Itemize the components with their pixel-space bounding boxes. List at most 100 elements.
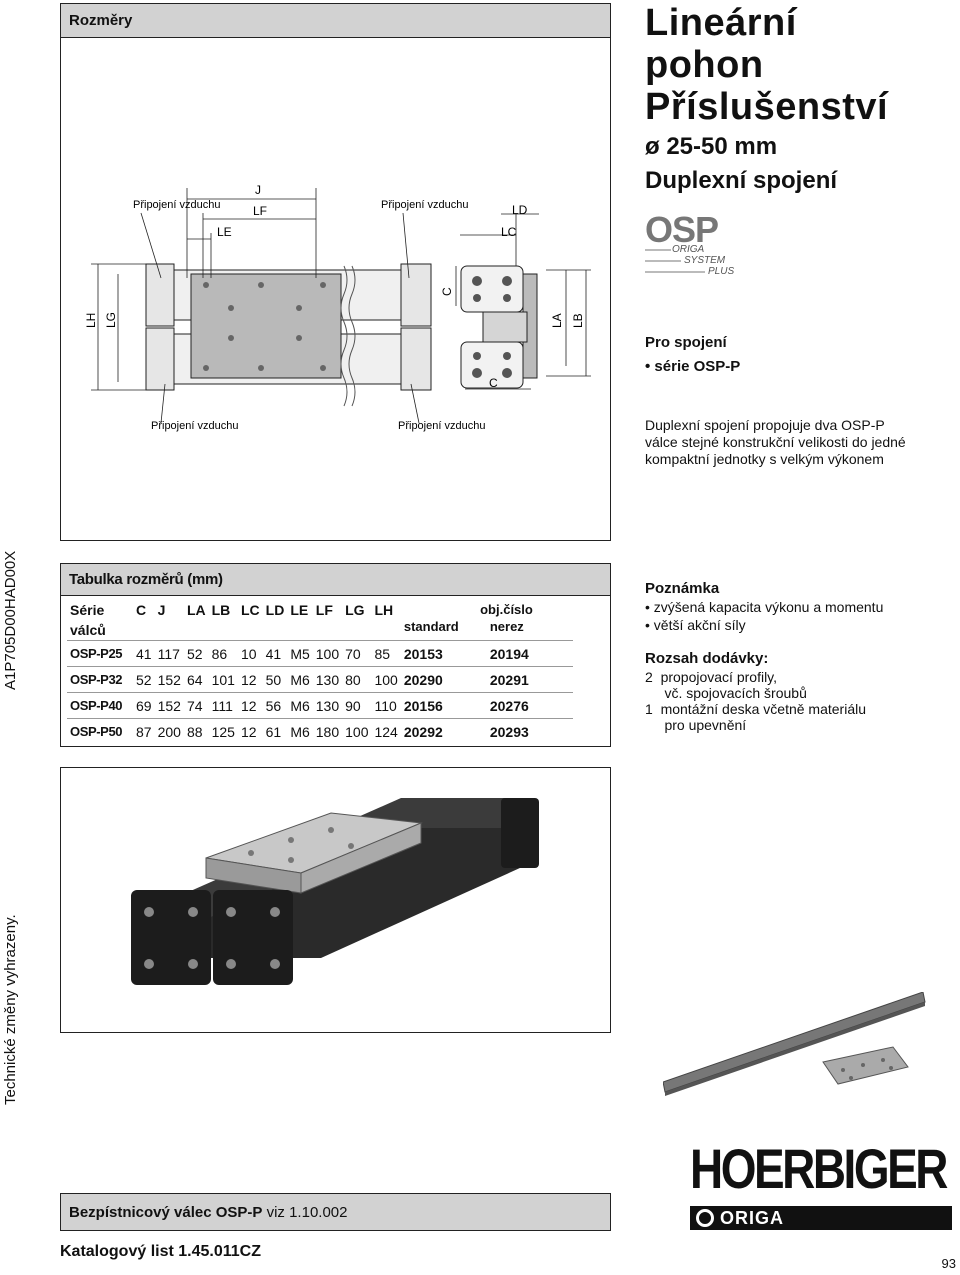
scope-line: 1 montážní deska včetně materiálu [645, 701, 867, 717]
col-nerez: nerez [489, 619, 524, 634]
scope-line: 2 propojovací profily, [645, 669, 778, 685]
col-lg: LG [345, 601, 365, 618]
cell: 56 [262, 692, 288, 719]
cylinder-reference-bar: Bezpístnicový válec OSP-P viz 1.10.002 [60, 1193, 611, 1231]
title-line-2: pohon [645, 44, 764, 86]
note-item: • zvýšená kapacita výkonu a momentu [645, 599, 884, 615]
dim-ld: LD [512, 203, 528, 217]
title-line-4: ø 25-50 mm [645, 133, 778, 160]
cell-nerez: 20293 [486, 718, 573, 745]
cell: 64 [183, 666, 209, 693]
cell-standard: 20292 [400, 718, 487, 745]
dim-c-bottom: C [489, 376, 498, 390]
col-series-2: válců [70, 621, 106, 638]
dim-lf: LF [253, 204, 267, 218]
col-ld: LD [265, 601, 285, 618]
description-line-2: válce stejné konstrukční velikosti do je… [645, 434, 906, 450]
title-line-1: Lineární [645, 2, 797, 44]
title-line-5: Duplexní spojení [645, 167, 838, 194]
dim-la: LA [550, 313, 564, 328]
cell: 100 [342, 718, 372, 745]
cell: 100 [312, 640, 343, 667]
brand-sub: ORIGA [720, 1207, 785, 1228]
cell: 111 [208, 692, 238, 719]
connect-heading: Pro spojení [645, 334, 727, 351]
cylinder-reference-rest: viz 1.10.002 [262, 1203, 348, 1221]
connect-item: • série OSP-P [645, 358, 741, 375]
air-label-top-left: Připojení vzduchu [133, 199, 220, 211]
osp-logo: OSP [645, 209, 719, 250]
cell: 100 [371, 666, 401, 693]
cell: 125 [208, 718, 238, 745]
row-series: OSP-P25 [67, 640, 133, 667]
cell: 10 [237, 640, 263, 667]
cell: 85 [371, 640, 401, 667]
col-lb: LB [211, 601, 231, 618]
cell: 12 [237, 692, 263, 719]
dimension-table-panel: Tabulka rozměrů (mm) Série C J LA LB LC … [60, 563, 611, 747]
note-item: • větší akční síly [645, 617, 746, 633]
cell-standard: 20153 [400, 640, 487, 667]
col-standard: standard [403, 619, 459, 634]
brand-main: HOERBIGER [690, 1137, 948, 1200]
cell: 101 [208, 666, 238, 693]
product-photo-panel [60, 767, 926, 1096]
cylinder-reference-bold: Bezpístnicový válec OSP-P [69, 1203, 263, 1221]
cell-standard: 20290 [400, 666, 487, 693]
dim-lh: LH [84, 313, 98, 328]
cell: 88 [183, 718, 209, 745]
description-line-1: Duplexní spojení propojuje dva OSP-P [645, 417, 885, 433]
row-series: OSP-P40 [67, 692, 133, 719]
cell: 124 [371, 718, 401, 745]
dim-lb: LB [571, 313, 585, 328]
cell: 130 [312, 692, 343, 719]
dim-le: LE [217, 225, 232, 239]
cell: M6 [287, 692, 313, 719]
cell: M6 [287, 666, 313, 693]
cylinder-reference: Bezpístnicový válec OSP-P viz 1.10.002 [61, 1194, 610, 1230]
dim-lg: LG [104, 312, 118, 328]
table-header: Tabulka rozměrů (mm) [61, 564, 610, 596]
col-le: LE [290, 601, 309, 618]
cell: 110 [371, 692, 401, 719]
cell: 86 [208, 640, 238, 667]
cell: 87 [133, 718, 155, 745]
cell: 41 [133, 640, 155, 667]
page-number: 93 [941, 1256, 956, 1271]
row-series: OSP-P50 [67, 718, 133, 745]
side-notice: Technické změny vyhrazeny. [2, 914, 19, 1105]
air-label-bottom-right: Připojení vzduchu [398, 420, 485, 432]
col-j: J [157, 601, 166, 618]
col-c: C [136, 601, 147, 618]
cell: 117 [154, 640, 184, 667]
air-label-top-right: Připojení vzduchu [381, 199, 468, 211]
accessory-photo [663, 992, 926, 1096]
col-series-1: Série [70, 601, 105, 618]
cell: 200 [154, 718, 184, 745]
cell: 180 [312, 718, 343, 745]
scope-heading: Rozsah dodávky: [645, 650, 769, 667]
scope-line: vč. spojovacích šroubů [645, 685, 807, 701]
osp-logo-line-1: ORIGA [672, 244, 705, 255]
dim-c-top: C [440, 287, 454, 296]
cell: 69 [133, 692, 155, 719]
brand-icon [696, 1209, 714, 1227]
col-order: obj.číslo [480, 602, 533, 617]
hoerbiger-logo: HOERBIGER ORIGA [690, 1138, 952, 1232]
osp-logo-line-2: SYSTEM [684, 255, 726, 266]
table-row: OSP-P32 52 152 64 101 12 50 M6 130 80 10… [67, 666, 573, 693]
dim-lc: LC [501, 225, 517, 239]
table-row: OSP-P25 41 117 52 86 10 41 M5 100 70 85 … [67, 640, 573, 667]
cell-nerez: 20276 [486, 692, 573, 719]
col-lc: LC [240, 601, 260, 618]
cell: 52 [183, 640, 209, 667]
cell: 12 [237, 666, 263, 693]
dim-j: J [255, 183, 261, 197]
dimension-table: Série C J LA LB LC LD LE LF LG LH obj.čí… [67, 600, 573, 745]
dimensions-header: Rozměry [61, 4, 610, 38]
description-line-3: kompaktní jednotky s velkým výkonem [645, 451, 884, 467]
col-lf: LF [315, 601, 333, 618]
duplex-photo [131, 798, 539, 985]
side-code: A1P705D00HAD00X [2, 550, 19, 690]
cell: 152 [154, 692, 184, 719]
